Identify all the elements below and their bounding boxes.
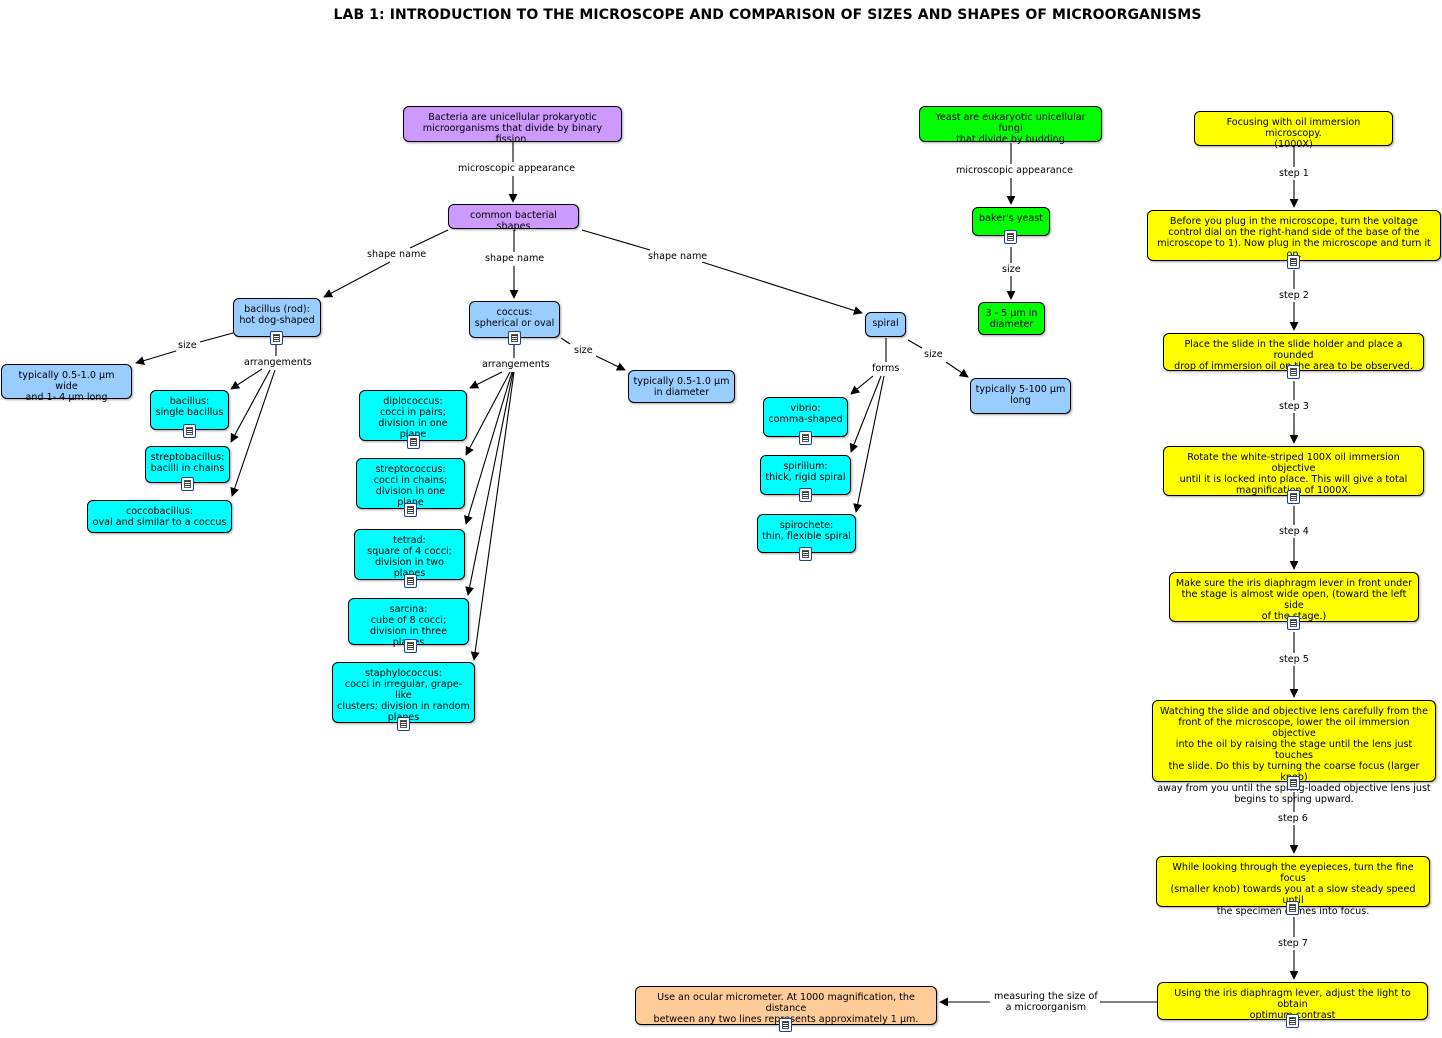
link-label-size: size — [572, 345, 595, 356]
sarcina-node[interactable]: sarcina: cube of 8 cocci; division in th… — [348, 598, 469, 648]
document-icon[interactable] — [1287, 616, 1300, 630]
focusing-node[interactable]: Focusing with oil immersion microscopy. … — [1194, 111, 1393, 150]
link-label-shape-name: shape name — [365, 249, 429, 260]
document-icon[interactable] — [181, 477, 194, 491]
step1-node[interactable]: Before you plug in the microscope, turn … — [1147, 210, 1441, 261]
link-label-step-4: step 4 — [1277, 526, 1311, 537]
link-label-microscopic-appearance: microscopic appearance — [954, 165, 1076, 176]
document-icon[interactable] — [779, 1018, 792, 1032]
vibrio-node[interactable]: vibrio: comma-shaped — [763, 397, 848, 437]
step6-node[interactable]: While looking through the eyepieces, tur… — [1156, 856, 1430, 917]
document-icon[interactable] — [799, 488, 812, 502]
link-label-forms: forms — [870, 363, 902, 374]
document-icon[interactable] — [1287, 365, 1300, 379]
document-icon[interactable] — [1286, 1014, 1299, 1028]
link-label-step-3: step 3 — [1277, 401, 1311, 412]
document-icon[interactable] — [508, 331, 521, 345]
spiral-node[interactable]: spiral — [865, 312, 906, 337]
link-label-arrangements: arrangements — [480, 359, 552, 370]
bacillus-size-node[interactable]: typically 0.5-1.0 μm wide and 1- 4 μm lo… — [1, 364, 132, 403]
document-icon[interactable] — [1286, 901, 1299, 915]
spiral-size-node[interactable]: typically 5-100 μm long — [970, 378, 1071, 414]
document-icon[interactable] — [404, 574, 417, 588]
document-icon[interactable] — [1287, 490, 1300, 504]
spirochete-node[interactable]: spirochete: thin, flexible spiral — [757, 514, 856, 553]
bacillus-single-node[interactable]: bacillus: single bacillus — [150, 390, 229, 430]
step3-node[interactable]: Rotate the white-striped 100X oil immers… — [1163, 446, 1424, 496]
coccus-size-node[interactable]: typically 0.5-1.0 μm in diameter — [628, 370, 735, 403]
document-icon[interactable] — [1287, 776, 1300, 790]
link-label-step-6: step 6 — [1276, 813, 1310, 824]
step5-node[interactable]: Watching the slide and objective lens ca… — [1152, 700, 1436, 805]
link-label-microscopic-appearance: microscopic appearance — [456, 163, 578, 174]
link-label-measuring: measuring the size of a microorganism — [992, 991, 1100, 1013]
link-label-size: size — [1000, 264, 1023, 275]
link-label-arrangements: arrangements — [242, 357, 314, 368]
document-icon[interactable] — [270, 331, 283, 345]
link-label-step-1: step 1 — [1277, 168, 1311, 179]
spirillum-node[interactable]: spirillum: thick, rigid spiral — [760, 455, 851, 495]
yeast-node[interactable]: Yeast are eukaryotic unicellular fungi t… — [919, 106, 1102, 145]
step4-node[interactable]: Make sure the iris diaphragm lever in fr… — [1169, 572, 1419, 622]
diplococcus-node[interactable]: diplococcus: cocci in pairs; division in… — [359, 390, 467, 441]
streptobacillus-node[interactable]: streptobacillus: bacilli in chains — [145, 446, 230, 483]
micrometer-node[interactable]: Use an ocular micrometer. At 1000 magnif… — [635, 986, 937, 1025]
common-shapes-node[interactable]: common bacterial shapes — [448, 204, 579, 232]
link-label-shape-name: shape name — [483, 253, 547, 264]
step2-node[interactable]: Place the slide in the slide holder and … — [1163, 333, 1424, 372]
staphylococcus-node[interactable]: staphylococcus: cocci in irregular, grap… — [332, 662, 475, 723]
streptococcus-node[interactable]: streptococcus: cocci in chains; division… — [356, 458, 465, 509]
document-icon[interactable] — [183, 424, 196, 438]
tetrad-node[interactable]: tetrad: square of 4 cocci; division in t… — [354, 529, 465, 580]
bacteria-node[interactable]: Bacteria are unicellular prokaryotic mic… — [403, 106, 622, 145]
link-label-step-7: step 7 — [1276, 938, 1310, 949]
yeast-size-node[interactable]: 3 - 5 μm in diameter — [978, 302, 1045, 335]
document-icon[interactable] — [397, 717, 410, 731]
document-icon[interactable] — [1004, 230, 1017, 244]
bacillus-node[interactable]: bacillus (rod): hot dog-shaped — [233, 298, 321, 337]
document-icon[interactable] — [1287, 255, 1300, 269]
link-label-size: size — [922, 349, 945, 360]
document-icon[interactable] — [404, 639, 417, 653]
document-icon[interactable] — [799, 547, 812, 561]
document-icon[interactable] — [407, 435, 420, 449]
document-icon[interactable] — [404, 503, 417, 517]
page-title: LAB 1: INTRODUCTION TO THE MICROSCOPE AN… — [333, 7, 1202, 23]
link-label-shape-name: shape name — [646, 251, 710, 262]
link-label-step-2: step 2 — [1277, 290, 1311, 301]
document-icon[interactable] — [799, 431, 812, 445]
link-label-size: size — [176, 340, 199, 351]
coccobacillus-node[interactable]: coccobacillus: oval and similar to a coc… — [87, 500, 232, 533]
link-label-step-5: step 5 — [1277, 654, 1311, 665]
